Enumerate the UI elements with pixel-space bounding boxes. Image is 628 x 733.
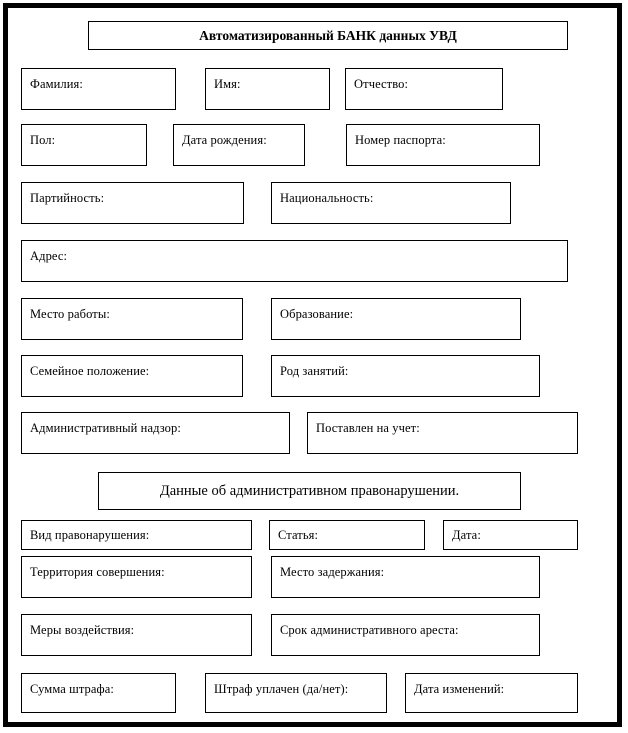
- field-label-birthdate: Дата рождения:: [182, 133, 267, 147]
- field-label-article: Статья:: [278, 528, 319, 542]
- field-workplace[interactable]: Место работы:: [21, 298, 243, 340]
- field-address[interactable]: Адрес:: [21, 240, 568, 282]
- field-party-membership[interactable]: Партийность:: [21, 182, 244, 224]
- field-firstname[interactable]: Имя:: [205, 68, 330, 110]
- field-label-party-membership: Партийность:: [30, 191, 105, 205]
- field-label-patronymic: Отчество:: [354, 77, 409, 91]
- field-education[interactable]: Образование:: [271, 298, 521, 340]
- field-label-detention-place: Место задержания:: [280, 565, 385, 579]
- field-offence-territory[interactable]: Территория совершения:: [21, 556, 252, 598]
- field-marital-status[interactable]: Семейное положение:: [21, 355, 243, 397]
- section-header-offence: Данные об административном правонарушени…: [98, 472, 521, 510]
- field-occupation[interactable]: Род занятий:: [271, 355, 540, 397]
- field-gender[interactable]: Пол:: [21, 124, 147, 166]
- field-birthdate[interactable]: Дата рождения:: [173, 124, 305, 166]
- field-fine-paid[interactable]: Штраф уплачен (да/нет):: [205, 673, 387, 713]
- field-registered[interactable]: Поставлен на учет:: [307, 412, 578, 454]
- field-label-fine-paid: Штраф уплачен (да/нет):: [214, 682, 349, 696]
- field-label-offence-territory: Территория совершения:: [30, 565, 165, 579]
- field-nationality[interactable]: Национальность:: [271, 182, 511, 224]
- field-label-surname: Фамилия:: [30, 77, 83, 91]
- field-modification-date[interactable]: Дата изменений:: [405, 673, 578, 713]
- field-arrest-term[interactable]: Срок административного ареста:: [271, 614, 540, 656]
- field-label-address: Адрес:: [30, 249, 68, 263]
- field-patronymic[interactable]: Отчество:: [345, 68, 503, 110]
- field-label-modification-date: Дата изменений:: [414, 682, 505, 696]
- field-label-gender: Пол:: [30, 133, 56, 147]
- field-offence-type[interactable]: Вид правонарушения:: [21, 520, 252, 550]
- field-label-nationality: Национальность:: [280, 191, 374, 205]
- field-label-occupation: Род занятий:: [280, 364, 349, 378]
- form-title-banner: Автоматизированный БАНК данных УВД: [88, 21, 568, 50]
- field-label-firstname: Имя:: [214, 77, 241, 91]
- field-label-education: Образование:: [280, 307, 354, 321]
- field-label-arrest-term: Срок административного ареста:: [280, 623, 459, 637]
- field-label-offence-type: Вид правонарушения:: [30, 528, 150, 542]
- field-article[interactable]: Статья:: [269, 520, 425, 550]
- field-detention-place[interactable]: Место задержания:: [271, 556, 540, 598]
- field-measures[interactable]: Меры воздействия:: [21, 614, 252, 656]
- field-label-marital-status: Семейное положение:: [30, 364, 150, 378]
- page-title: Автоматизированный БАНК данных УВД: [199, 27, 457, 43]
- field-label-offence-date: Дата:: [452, 528, 481, 542]
- field-passport-number[interactable]: Номер паспорта:: [346, 124, 540, 166]
- form-outer-border: [3, 3, 622, 727]
- field-offence-date[interactable]: Дата:: [443, 520, 578, 550]
- field-label-passport-number: Номер паспорта:: [355, 133, 446, 147]
- field-label-registered: Поставлен на учет:: [316, 421, 420, 435]
- field-label-administrative-supervision: Административный надзор:: [30, 421, 181, 435]
- field-label-workplace: Место работы:: [30, 307, 110, 321]
- field-label-measures: Меры воздействия:: [30, 623, 135, 637]
- field-fine-amount[interactable]: Сумма штрафа:: [21, 673, 176, 713]
- field-label-fine-amount: Сумма штрафа:: [30, 682, 114, 696]
- field-surname[interactable]: Фамилия:: [21, 68, 176, 110]
- section-header-text: Данные об административном правонарушени…: [159, 482, 460, 499]
- field-administrative-supervision[interactable]: Административный надзор:: [21, 412, 290, 454]
